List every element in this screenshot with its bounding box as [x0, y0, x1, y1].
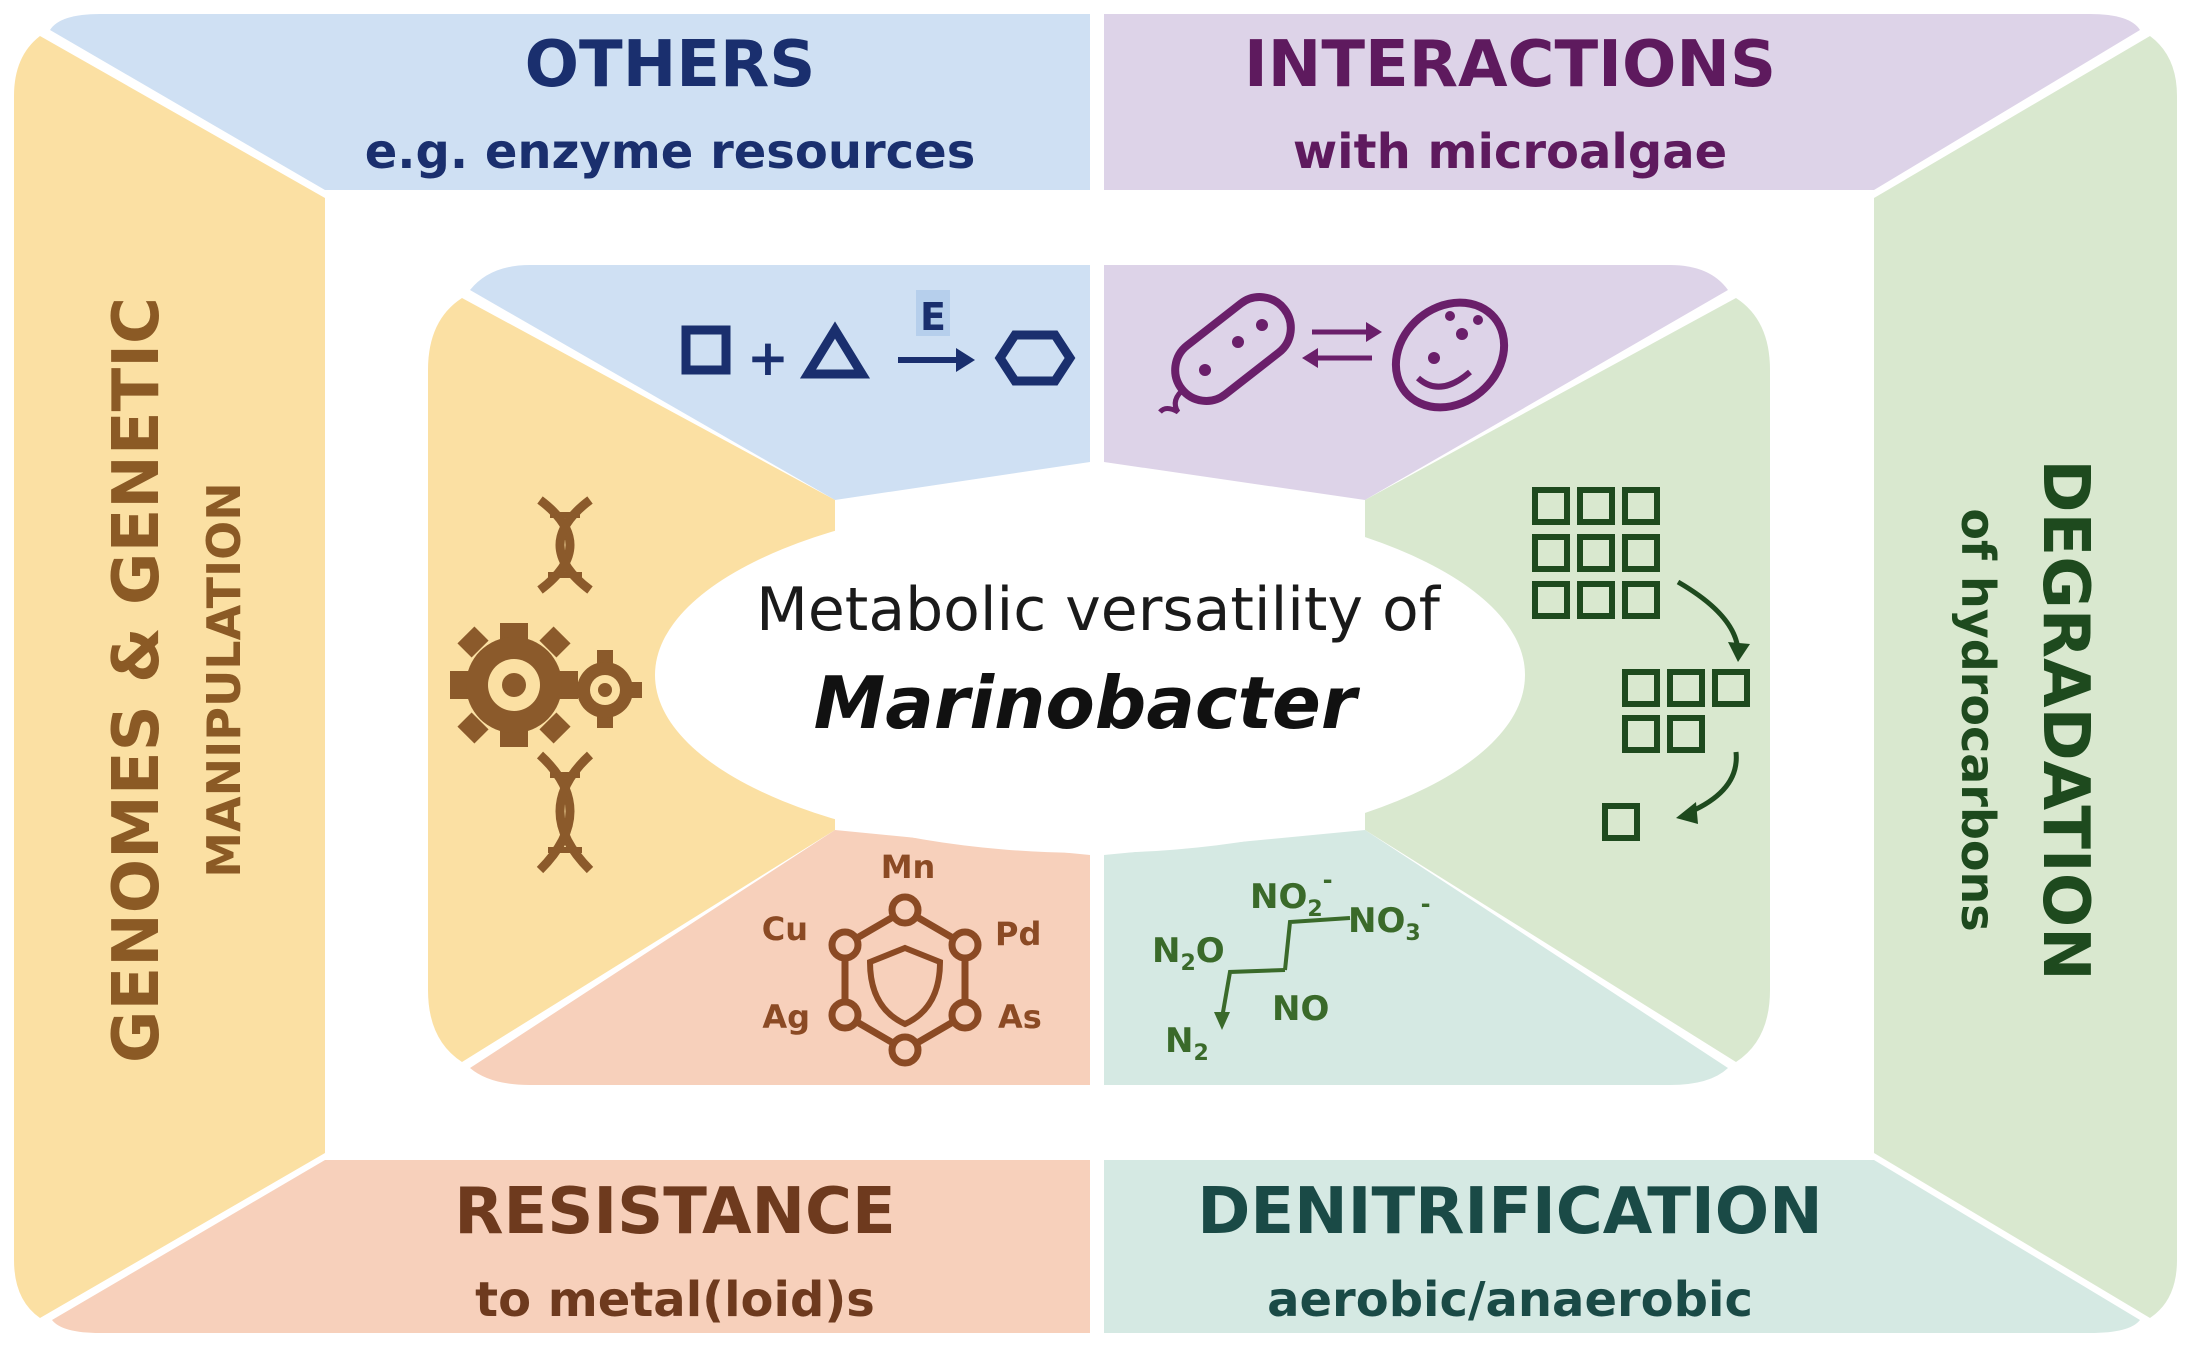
inner-panel-degradation — [1365, 298, 1770, 1062]
denitrification-title: DENITRIFICATION — [1197, 1175, 1822, 1249]
hydrocarbon-blocks-icon — [1532, 487, 1750, 841]
genomes-subtitle: MANIPULATION — [197, 482, 251, 878]
square-substrate-icon — [681, 325, 731, 375]
interactions-title: INTERACTIONS — [1244, 28, 1776, 102]
degradation-arrow-head-1 — [1728, 642, 1750, 662]
metal-pd: Pd — [995, 915, 1041, 953]
triangle-substrate-icon — [799, 321, 871, 379]
enzyme-label-bg — [916, 290, 950, 336]
small-gear-icon — [568, 650, 642, 728]
chem-n2: N2 — [1165, 1021, 1209, 1066]
large-gear-icon — [450, 623, 578, 747]
outer-panel-interactions — [1104, 14, 2140, 190]
degradation-subtitle: of hydrocarbons — [1951, 508, 2005, 931]
outer-panel-others — [50, 14, 1090, 190]
metal-mn: Mn — [881, 848, 936, 886]
outer-panel-degradation — [1874, 36, 2177, 1318]
center-line2: Marinobacter — [814, 661, 1361, 745]
resistance-title: RESISTANCE — [454, 1175, 895, 1249]
interactions-subtitle: with microalgae — [1293, 124, 1727, 180]
outer-panel-resistance — [52, 1160, 1090, 1333]
inner-panel-denitrification — [1104, 830, 1728, 1085]
microalgae-icon — [1391, 298, 1509, 412]
metal-cu: Cu — [762, 910, 808, 948]
dna-bottom-icon — [536, 751, 594, 874]
shield-icon — [866, 944, 944, 1028]
degradation-arrow-head-2 — [1676, 802, 1698, 824]
others-subtitle: e.g. enzyme resources — [365, 124, 976, 180]
metal-ag: Ag — [762, 998, 810, 1036]
inner-panel-genomes — [428, 298, 835, 1062]
chem-no: NO — [1272, 989, 1329, 1029]
exchange-arrows-icon — [1302, 322, 1382, 368]
hexagon-product-icon — [994, 330, 1076, 386]
resistance-subtitle: to metal(loid)s — [475, 1272, 875, 1328]
chem-no2: NO2- — [1250, 866, 1333, 922]
denitrification-subtitle: aerobic/anaerobic — [1267, 1272, 1753, 1328]
metal-ring-icon — [828, 893, 982, 1067]
chem-no3: NO3- — [1348, 890, 1431, 946]
nitrogen-pathway-lines — [1220, 916, 1351, 1019]
degradation-title: DEGRADATION — [2028, 459, 2102, 980]
inner-panel-resistance — [470, 830, 1090, 1085]
nitrogen-pathway-arrow — [1214, 1012, 1230, 1030]
dna-top-icon — [537, 496, 593, 594]
reaction-arrow-head — [956, 348, 975, 372]
others-title: OTHERS — [525, 28, 816, 102]
outer-panel-genomes — [14, 36, 325, 1318]
enzyme-label: E — [920, 295, 946, 339]
center-ellipse — [655, 497, 1525, 853]
chem-n2o: N2O — [1152, 931, 1225, 976]
center-line1: Metabolic versatility of — [756, 575, 1442, 645]
plus-sign: + — [747, 329, 789, 387]
genomes-title: GENOMES & GENETIC — [100, 297, 174, 1063]
bacterium-icon — [1158, 293, 1295, 415]
metal-as: As — [998, 998, 1042, 1036]
enzyme-reaction-icon: + E — [681, 290, 1076, 387]
outer-panel-denitrification — [1104, 1160, 2140, 1333]
